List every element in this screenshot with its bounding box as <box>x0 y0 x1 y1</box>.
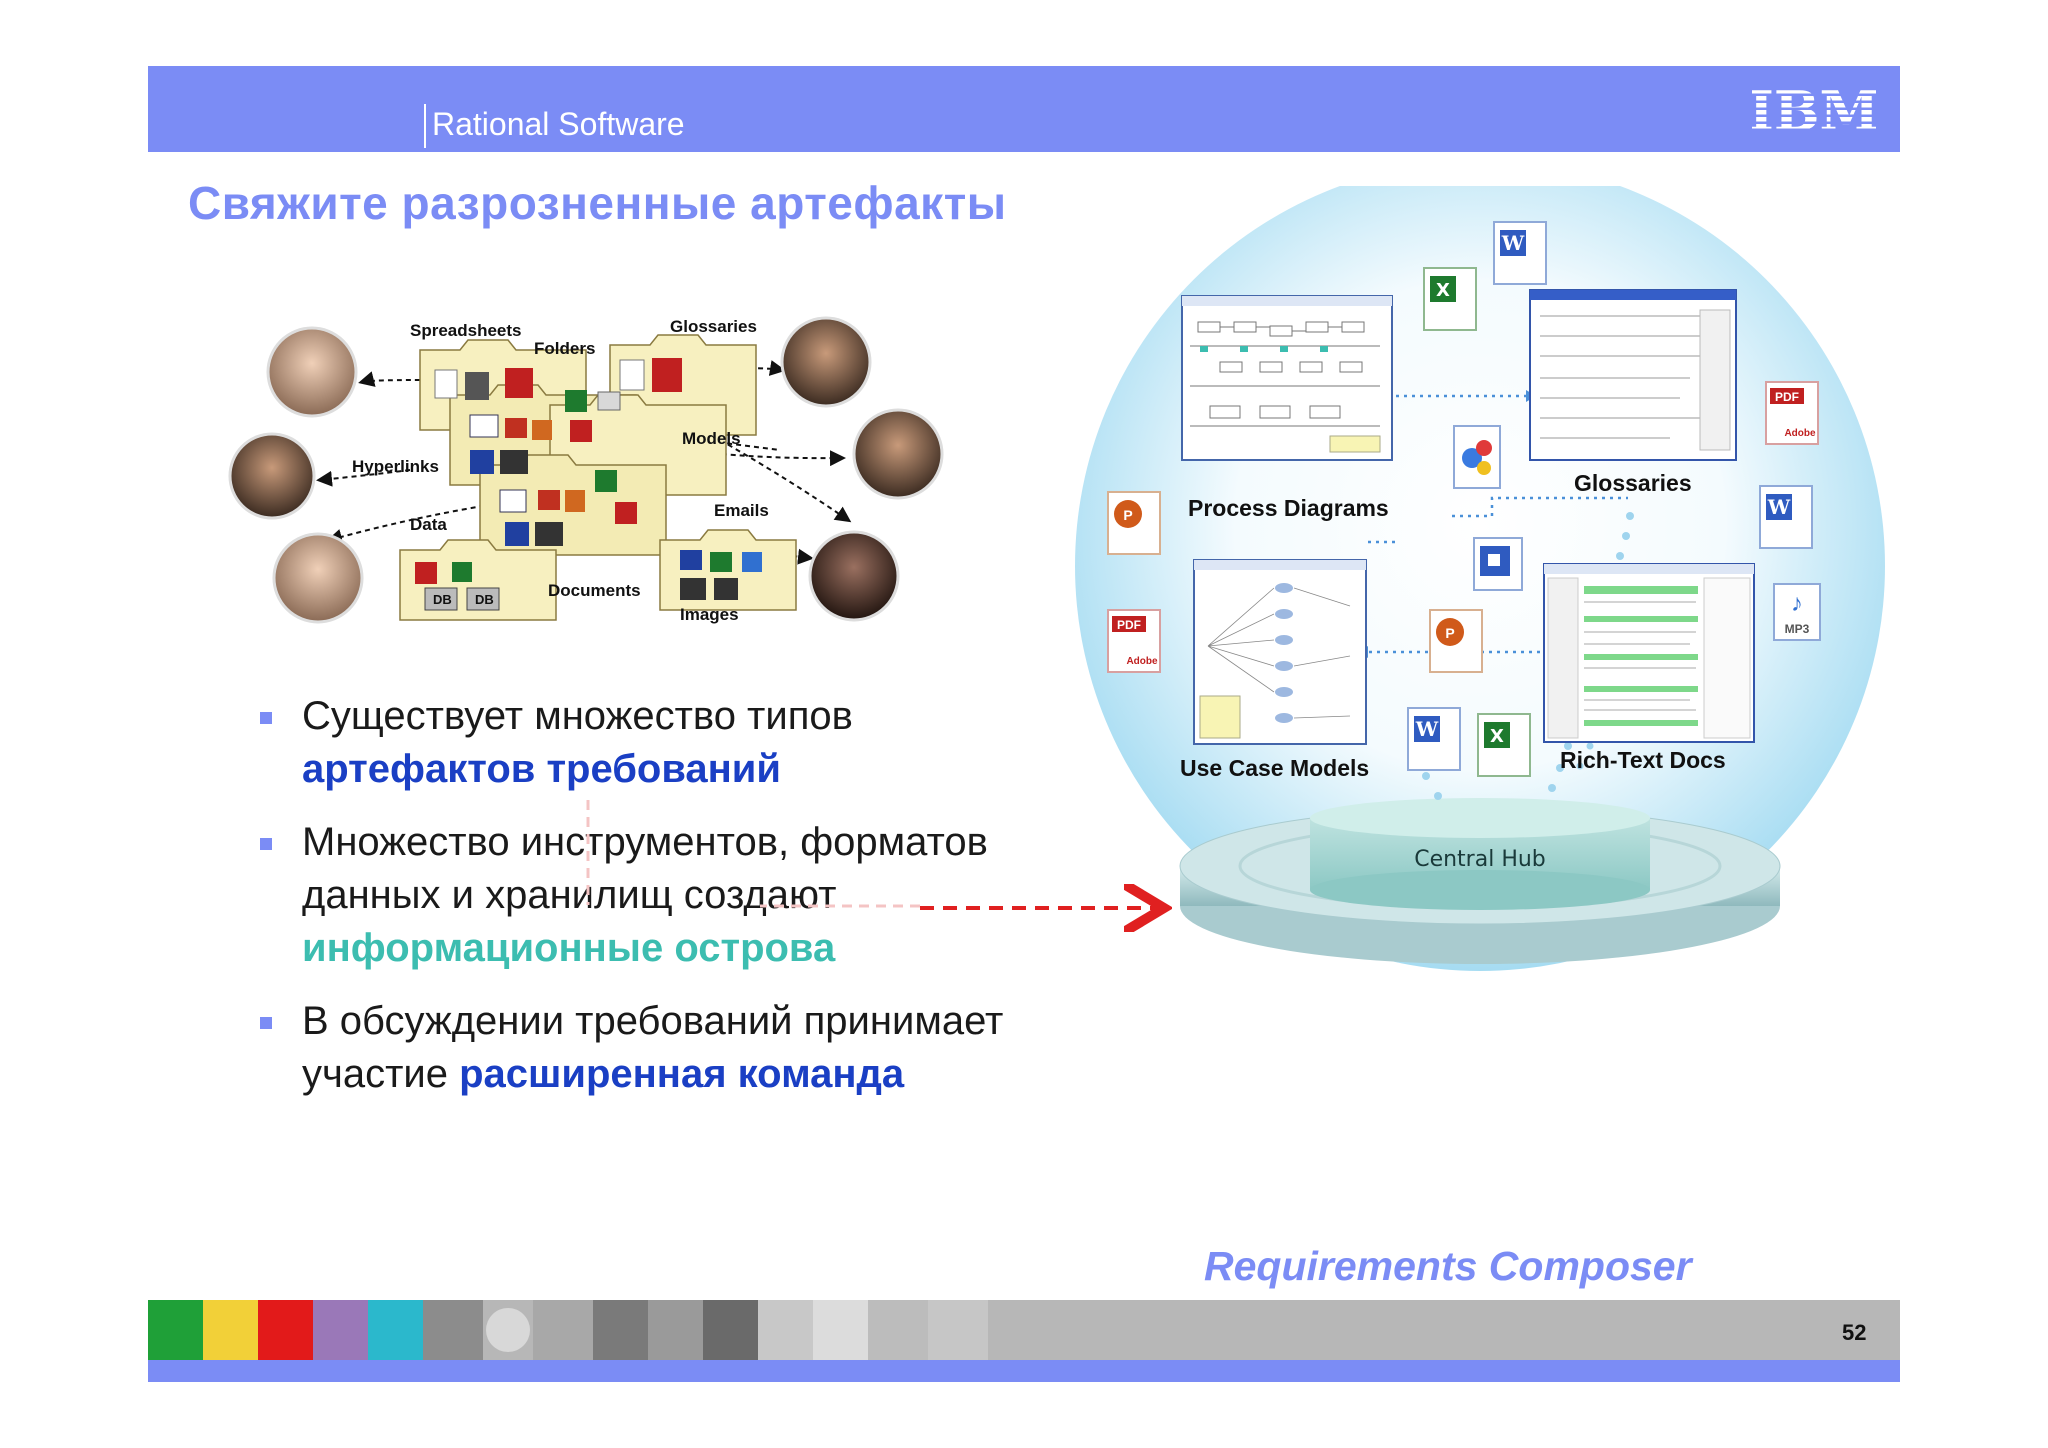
product-caption: Requirements Composer <box>1204 1243 1692 1289</box>
glossaries-label: Glossaries <box>1574 470 1692 496</box>
svg-text:W: W <box>1767 495 1791 519</box>
central-hub-label: Central Hub <box>1414 847 1546 872</box>
svg-text:DB: DB <box>433 592 452 607</box>
bullet-item: Существует множество типов артефактов тр… <box>258 690 1038 796</box>
svg-text:X: X <box>1436 280 1450 301</box>
footer-bar <box>148 1360 1900 1382</box>
footer-color-blocks <box>148 1300 1148 1365</box>
bullet-list: Существует множество типов артефактов тр… <box>258 690 1038 1121</box>
svg-text:X: X <box>1490 726 1504 747</box>
process-diagram-thumb <box>1181 295 1393 461</box>
use-case-thumb <box>1193 559 1367 745</box>
avatar <box>228 432 316 520</box>
svg-text:Hyperlinks: Hyperlinks <box>352 457 439 476</box>
use-case-models-label: Use Case Models <box>1180 755 1369 781</box>
ibm-logo: IBM <box>1749 79 1880 143</box>
visio-icon <box>1473 537 1523 591</box>
svg-text:Spreadsheets: Spreadsheets <box>410 321 522 340</box>
bullet-item: В обсуждении требований принимает участи… <box>258 995 1038 1101</box>
slide-title: Свяжите разрозненные артефакты <box>188 177 1007 229</box>
svg-text:DB: DB <box>475 592 494 607</box>
process-diagrams-label: Process Diagrams <box>1188 495 1389 521</box>
word-icon: W <box>1407 707 1461 771</box>
rich-text-docs-label: Rich-Text Docs <box>1560 747 1726 773</box>
artifacts-diagram: Spreadsheets Folders Glossaries Models H… <box>220 300 960 645</box>
bullet-item: Множество инструментов, форматов данных … <box>258 816 1038 975</box>
svg-text:Documents: Documents <box>548 581 641 600</box>
word-icon: W <box>1759 485 1813 549</box>
svg-text:Glossaries: Glossaries <box>670 317 757 336</box>
avatar <box>266 326 358 418</box>
svg-text:Images: Images <box>680 605 739 624</box>
bullet-marker <box>260 838 272 850</box>
svg-text:W: W <box>1501 231 1525 255</box>
svg-text:Data: Data <box>410 515 447 534</box>
highlight-islands: информационные острова <box>302 926 836 970</box>
highlight-artifacts: артефактов требований <box>302 747 781 791</box>
svg-text:PDF: PDF <box>1775 390 1799 404</box>
glossaries-thumb <box>1529 289 1737 461</box>
svg-text:Adobe: Adobe <box>1126 656 1158 667</box>
excel-icon: X <box>1477 713 1531 777</box>
svg-text:IBM: IBM <box>1752 82 1876 138</box>
svg-text:♪: ♪ <box>1791 590 1803 617</box>
svg-text:Adobe: Adobe <box>1784 428 1816 439</box>
avatar <box>808 530 900 622</box>
svg-text:Folders: Folders <box>534 339 595 358</box>
avatar <box>272 532 364 624</box>
powerpoint-icon: P <box>1429 609 1483 673</box>
avatar <box>852 408 944 500</box>
brand-name: Rational Software <box>432 106 685 142</box>
page-number: 52 <box>1842 1320 1867 1345</box>
connector-arrow <box>560 800 1190 1125</box>
svg-text:W: W <box>1415 717 1439 741</box>
brand-separator <box>424 104 426 148</box>
svg-text:P: P <box>1123 507 1132 523</box>
powerpoint-icon: P <box>1107 491 1161 555</box>
highlight-team: расширенная команда <box>459 1052 905 1096</box>
hub-diagram: Central Hub <box>1060 161 1900 1011</box>
image-file-icon <box>1453 425 1501 489</box>
svg-text:P: P <box>1445 625 1454 641</box>
bullet-marker <box>260 712 272 724</box>
excel-icon: X <box>1423 267 1477 331</box>
svg-text:Models: Models <box>682 429 741 448</box>
word-icon: W <box>1493 221 1547 285</box>
header-bar <box>148 66 1900 152</box>
svg-text:Emails: Emails <box>714 501 769 520</box>
mp3-icon: ♪ MP3 <box>1773 583 1821 641</box>
rich-text-thumb <box>1543 563 1755 743</box>
pdf-icon: PDF Adobe <box>1765 381 1819 445</box>
avatar <box>780 316 872 408</box>
pdf-icon: PDF Adobe <box>1107 609 1161 673</box>
svg-text:MP3: MP3 <box>1785 622 1810 636</box>
svg-text:PDF: PDF <box>1117 618 1141 632</box>
bullet-marker <box>260 1017 272 1029</box>
